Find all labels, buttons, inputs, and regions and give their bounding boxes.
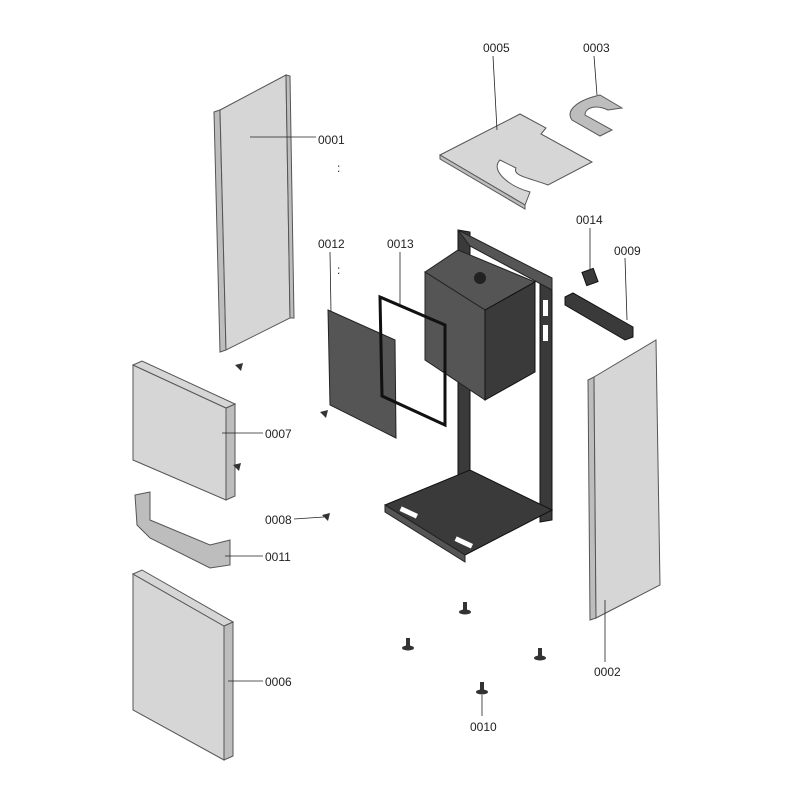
colon-marker: : <box>337 263 340 277</box>
part-0007-front-panel <box>131 360 237 501</box>
part-0006-lower-panel <box>131 569 235 761</box>
part-0008-clips <box>233 363 330 521</box>
part-0001-side-panel <box>213 74 295 353</box>
part-cabinet-box <box>424 249 537 401</box>
label-0013: 0013 <box>387 237 414 251</box>
part-0014-clip <box>581 267 599 287</box>
label-0011: 0011 <box>265 550 291 564</box>
label-0008: 0008 <box>265 513 292 527</box>
label-0014: 0014 <box>576 213 603 227</box>
label-0007: 0007 <box>265 427 292 441</box>
part-0010-feet <box>402 602 546 695</box>
label-0005: 0005 <box>483 41 510 55</box>
leader-lines <box>222 55 628 716</box>
label-0006: 0006 <box>265 675 292 689</box>
label-0009: 0009 <box>614 244 641 258</box>
part-0002-side-panel <box>587 339 661 621</box>
colon-marker: : <box>337 161 340 175</box>
part-0003-u-bracket <box>569 94 624 137</box>
part-0011-bracket-assembly <box>134 491 231 569</box>
label-0010: 0010 <box>470 720 497 734</box>
label-0001: 0001 <box>318 133 345 147</box>
label-0002: 0002 <box>594 665 621 679</box>
label-0003: 0003 <box>583 41 610 55</box>
part-0012-cover-panel <box>327 309 397 439</box>
part-0009-bar <box>564 292 634 341</box>
part-0005-top-plate <box>438 113 594 210</box>
part-0013-gasket <box>378 294 447 428</box>
label-0012: 0012 <box>318 237 345 251</box>
